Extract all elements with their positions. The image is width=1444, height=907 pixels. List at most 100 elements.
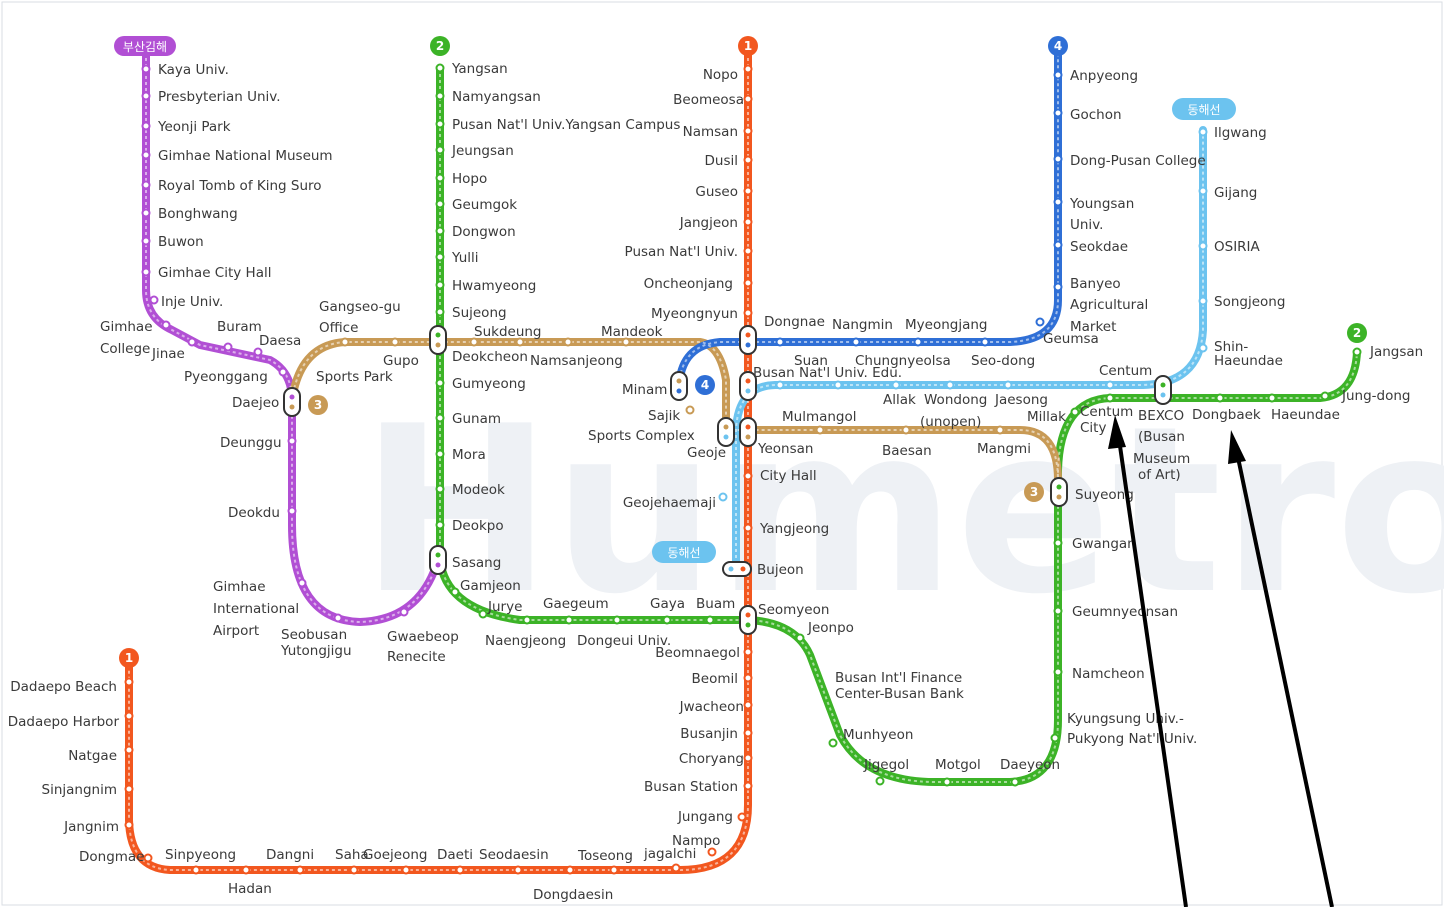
station-banyeo-l3[interactable]: Market [1070, 319, 1116, 335]
station-dot[interactable] [161, 320, 171, 330]
station-namsan[interactable]: Namsan [683, 124, 738, 140]
station-dot[interactable] [995, 425, 1005, 435]
station-gijang[interactable]: Gijang [1214, 185, 1257, 201]
station-mulmangol[interactable]: Mulmangol [782, 409, 857, 425]
station-yeonji-park[interactable]: Yeonji Park [157, 119, 231, 135]
station-shin-haeundae-l2[interactable]: Haeundae [1214, 353, 1283, 369]
station-songjeong[interactable]: Songjeong [1214, 294, 1285, 310]
station-sasang[interactable]: Sasang [452, 555, 501, 571]
station-airport-l3[interactable]: Airport [213, 623, 259, 639]
station-dot[interactable] [1320, 391, 1330, 401]
station-dot[interactable] [1198, 343, 1208, 353]
station-geumsa[interactable]: Geumsa [1043, 331, 1099, 347]
station-seobusan-l2[interactable]: Yutongjigu [280, 643, 352, 659]
station-gangseo-l1[interactable]: Gangseo-gu [319, 299, 401, 315]
station-dot[interactable] [401, 865, 411, 875]
station-dot[interactable] [707, 847, 717, 857]
station-dot[interactable] [287, 506, 297, 516]
station-gimhae-city-hall[interactable]: Gimhae City Hall [158, 265, 271, 281]
station-dot[interactable] [1105, 380, 1115, 390]
transfer-seomyeon[interactable] [739, 605, 757, 635]
transfer-dongnae[interactable] [739, 325, 757, 355]
station-toseong[interactable]: Toseong [577, 848, 633, 864]
station-bujeon[interactable]: Bujeon [757, 562, 804, 578]
station-dot[interactable] [851, 337, 861, 347]
station-minam[interactable]: Minam [622, 382, 667, 398]
station-choryang[interactable]: Choryang [679, 751, 744, 767]
station-geojehaemaji[interactable]: Geojehaemaji [623, 495, 716, 511]
station-dot[interactable] [685, 405, 695, 415]
station-dot[interactable] [743, 155, 753, 165]
station-dot[interactable] [435, 307, 445, 317]
station-pusan-natl-univ[interactable]: Pusan Nat'l Univ. [625, 244, 738, 260]
station-dot[interactable] [435, 413, 445, 423]
station-shin-haeundae-l1[interactable]: Shin- [1214, 339, 1248, 355]
station-dot[interactable] [980, 337, 990, 347]
station-royal-tomb[interactable]: Royal Tomb of King Suro [158, 178, 322, 194]
station-dot[interactable] [1105, 393, 1115, 403]
station-dot[interactable] [435, 173, 445, 183]
station-mora[interactable]: Mora [452, 447, 486, 463]
station-dot[interactable] [705, 615, 715, 625]
station-dot[interactable] [743, 186, 753, 196]
transfer-sasang[interactable] [429, 545, 447, 575]
station-gaegeum[interactable]: Gaegeum [543, 596, 609, 612]
station-namyangsan[interactable]: Namyangsan [452, 89, 541, 105]
station-sujeong[interactable]: Sujeong [452, 305, 507, 321]
station-seo-dong[interactable]: Seo-dong [971, 353, 1035, 369]
station-dot[interactable] [743, 246, 753, 256]
station-jinae[interactable]: Jinae [151, 346, 185, 362]
station-dot[interactable] [390, 337, 400, 347]
transfer-geoje[interactable] [717, 417, 735, 447]
station-dongnae[interactable]: Dongnae [764, 314, 825, 330]
station-dot[interactable] [795, 633, 805, 643]
station-dot[interactable] [241, 865, 251, 875]
station-natgae[interactable]: Natgae [68, 748, 117, 764]
station-dot[interactable] [671, 863, 681, 873]
station-dot[interactable] [612, 615, 622, 625]
station-namcheon[interactable]: Namcheon [1072, 666, 1145, 682]
station-dot[interactable] [522, 615, 532, 625]
station-dot[interactable] [609, 865, 619, 875]
station-dot[interactable] [340, 337, 350, 347]
station-dot[interactable] [743, 728, 753, 738]
station-seokdae[interactable]: Seokdae [1070, 239, 1128, 255]
station-yulli[interactable]: Yulli [451, 250, 479, 266]
station-dot[interactable] [913, 337, 923, 347]
transfer-bujeon[interactable] [722, 561, 752, 577]
station-dangni[interactable]: Dangni [266, 847, 314, 863]
transfer-suyeong[interactable] [1050, 477, 1068, 507]
station-dot[interactable] [743, 94, 753, 104]
station-oncheonjang[interactable]: Oncheonjang [644, 276, 733, 292]
station-youngsan-l2[interactable]: Univ. [1070, 217, 1103, 233]
station-dot[interactable] [1198, 296, 1208, 306]
station-dot[interactable] [743, 673, 753, 683]
station-dongwon[interactable]: Dongwon [452, 224, 516, 240]
station-dot[interactable] [718, 492, 728, 502]
station-dot[interactable] [743, 278, 753, 288]
station-dong-pusan-college[interactable]: Dong-Pusan College [1070, 153, 1206, 169]
station-youngsan-l1[interactable]: Youngsan [1069, 196, 1134, 212]
station-jwacheon[interactable]: Jwacheon [679, 699, 744, 715]
station-daejeo[interactable]: Daejeo [232, 395, 279, 411]
station-dot[interactable] [435, 449, 445, 459]
station-dot[interactable] [478, 609, 488, 619]
station-busan-natl-univ-edu[interactable]: Busan Nat'l Univ. Edu. [753, 365, 902, 381]
station-sukdeung[interactable]: Sukdeung [474, 324, 542, 340]
station-unopen[interactable]: (unopen) [920, 414, 981, 430]
station-beomnaegol[interactable]: Beomnaegol [655, 645, 740, 661]
station-buwon[interactable]: Buwon [158, 234, 204, 250]
station-dot[interactable] [1053, 606, 1063, 616]
station-dot[interactable] [124, 711, 134, 721]
station-buam[interactable]: Buam [696, 596, 735, 612]
station-dot[interactable] [621, 337, 631, 347]
station-dot[interactable] [775, 380, 785, 390]
station-dot[interactable] [295, 865, 305, 875]
station-dot[interactable] [1198, 241, 1208, 251]
station-jangnim[interactable]: Jangnim [63, 819, 119, 835]
station-dot[interactable] [469, 337, 479, 347]
station-gamjeon[interactable]: Gamjeon [460, 578, 521, 594]
station-dongbaek[interactable]: Dongbaek [1192, 407, 1261, 423]
station-baesan[interactable]: Baesan [882, 443, 932, 459]
station-dot[interactable] [743, 523, 753, 533]
